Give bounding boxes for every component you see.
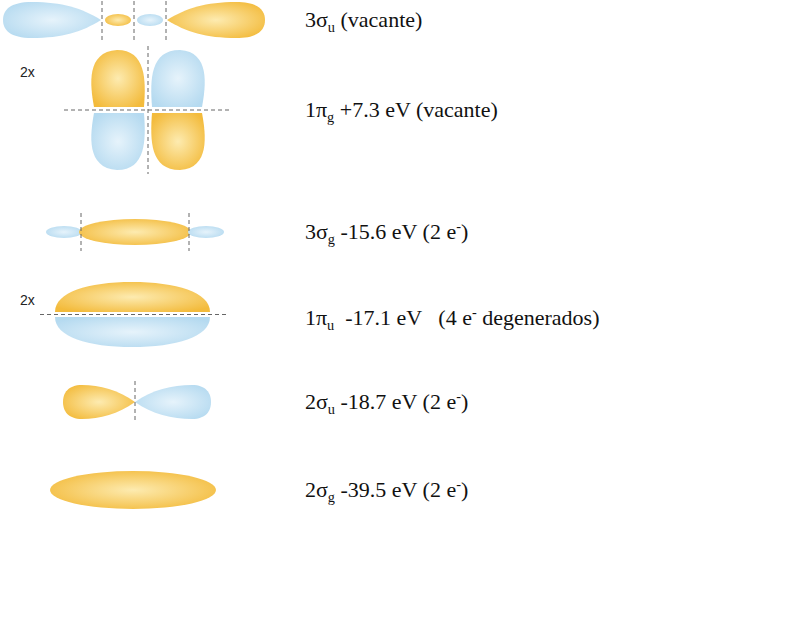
superscript: - xyxy=(456,388,461,404)
sigma-u-antibonding-orbital xyxy=(3,1,265,40)
blue-lobe xyxy=(151,50,204,107)
blue-lobe xyxy=(91,113,144,170)
sigma-u-orbital xyxy=(63,381,211,423)
orbital-label: 2σg -39.5 eV (2 e-) xyxy=(305,477,468,503)
subscript: u xyxy=(327,317,334,333)
subscript: g xyxy=(327,109,334,125)
blue-lobe xyxy=(55,317,210,347)
subscript: g xyxy=(328,231,335,247)
subscript: u xyxy=(328,19,335,35)
blue-lobe xyxy=(3,2,101,38)
superscript: - xyxy=(472,304,477,320)
yellow-lobe xyxy=(55,282,210,312)
nodal-planes xyxy=(81,213,189,251)
yellow-lobe xyxy=(105,14,131,26)
subscript: g xyxy=(328,489,335,505)
nodal-plane xyxy=(135,381,136,423)
orbital-label: 3σg -15.6 eV (2 e-) xyxy=(305,219,468,245)
orbital-label: 3σu (vacante) xyxy=(305,7,422,33)
orbital-label: 1πu -17.1 eV (4 e- degenerados) xyxy=(305,305,599,331)
nodal-plane xyxy=(40,314,226,315)
nodal-planes xyxy=(64,46,232,174)
blue-lobe xyxy=(135,385,211,419)
sigma-g-bonding-orbital xyxy=(50,471,216,509)
subscript: u xyxy=(328,401,335,417)
degeneracy-label: 2x xyxy=(20,64,35,81)
orbital-label: 2σu -18.7 eV (2 e-) xyxy=(305,389,468,415)
nodal-planes xyxy=(102,1,166,40)
pi-u-orbital xyxy=(40,282,226,347)
yellow-lobe xyxy=(167,2,265,38)
blue-lobe xyxy=(188,226,224,238)
blue-lobe xyxy=(137,14,163,26)
superscript: - xyxy=(456,218,461,234)
yellow-lobe xyxy=(63,385,135,419)
yellow-lobe xyxy=(151,113,204,170)
superscript: - xyxy=(456,476,461,492)
yellow-lobe xyxy=(50,471,216,509)
degeneracy-label: 2x xyxy=(20,292,35,309)
orbital-label: 1πg +7.3 eV (vacante) xyxy=(305,97,498,123)
pi-g-orbital xyxy=(64,46,232,174)
blue-lobe xyxy=(46,226,82,238)
yellow-lobe xyxy=(79,219,191,245)
yellow-lobe xyxy=(91,50,144,107)
sigma-g-orbital xyxy=(46,213,224,251)
